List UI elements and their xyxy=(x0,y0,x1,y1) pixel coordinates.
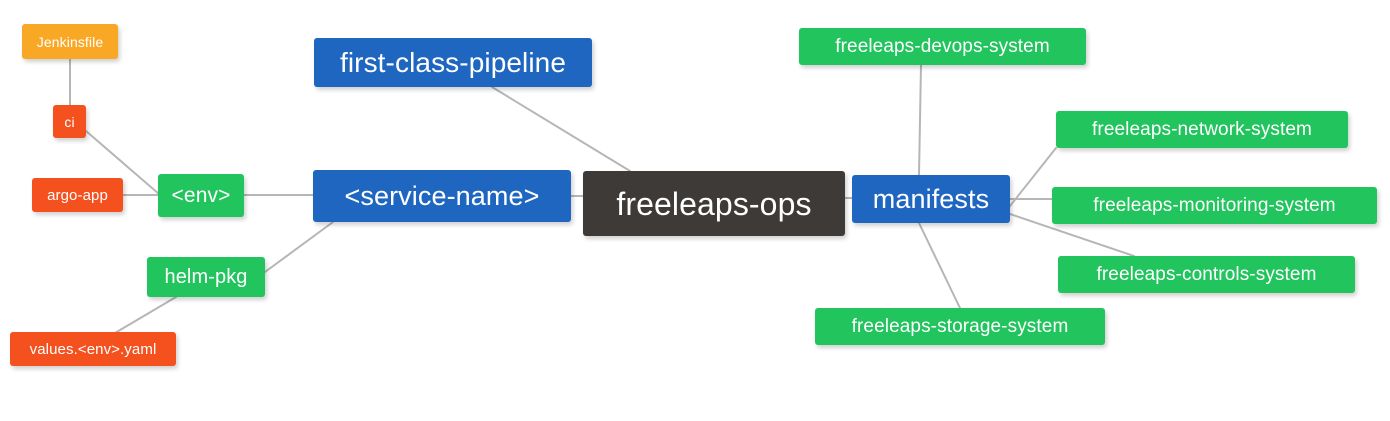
node-label-first-class-pipeline: first-class-pipeline xyxy=(339,46,567,78)
node-service-name[interactable]: <service-name> xyxy=(313,170,571,222)
node-label-freeleaps-devops-system: freeleaps-devops-system xyxy=(835,36,1050,57)
node-freeleaps-monitoring-system[interactable]: freeleaps-monitoring-system xyxy=(1052,187,1377,224)
node-label-freeleaps-controls-system: freeleaps-controls-system xyxy=(1096,264,1317,285)
edge-manifests-to-freeleaps-network-system xyxy=(1009,147,1057,207)
node-freeleaps-controls-system[interactable]: freeleaps-controls-system xyxy=(1058,256,1355,293)
node-label-jenkinsfile: Jenkinsfile xyxy=(36,33,104,50)
node-freeleaps-network-system[interactable]: freeleaps-network-system xyxy=(1056,111,1348,148)
edge-manifests-to-freeleaps-devops-system xyxy=(918,64,922,176)
edge-helm-pkg-to-values-env-yaml xyxy=(114,296,177,334)
node-label-service-name: <service-name> xyxy=(344,180,540,211)
node-freeleaps-storage-system[interactable]: freeleaps-storage-system xyxy=(815,308,1105,345)
node-label-argo-app: argo-app xyxy=(47,186,108,204)
node-values-env-yaml[interactable]: values.<env>.yaml xyxy=(10,332,176,366)
node-ci[interactable]: ci xyxy=(53,105,86,138)
node-label-env: <env> xyxy=(171,184,231,207)
node-label-freeleaps-network-system: freeleaps-network-system xyxy=(1092,119,1312,140)
edge-first-class-pipeline-to-freeleaps-ops xyxy=(491,86,631,172)
node-argo-app[interactable]: argo-app xyxy=(32,178,123,212)
node-label-freeleaps-ops: freeleaps-ops xyxy=(616,185,812,222)
node-manifests[interactable]: manifests xyxy=(852,175,1010,223)
node-label-helm-pkg: helm-pkg xyxy=(164,266,248,288)
node-freeleaps-devops-system[interactable]: freeleaps-devops-system xyxy=(799,28,1086,65)
node-env[interactable]: <env> xyxy=(158,174,244,217)
edge-manifests-to-freeleaps-storage-system xyxy=(918,222,961,309)
node-jenkinsfile[interactable]: Jenkinsfile xyxy=(22,24,118,59)
node-freeleaps-ops[interactable]: freeleaps-ops xyxy=(583,171,845,236)
node-first-class-pipeline[interactable]: first-class-pipeline xyxy=(314,38,592,87)
node-label-manifests: manifests xyxy=(872,183,990,214)
node-label-ci: ci xyxy=(64,113,75,130)
node-label-freeleaps-storage-system: freeleaps-storage-system xyxy=(851,316,1069,337)
node-helm-pkg[interactable]: helm-pkg xyxy=(147,257,265,297)
edge-service-name-to-helm-pkg xyxy=(264,221,334,273)
node-label-values-env-yaml: values.<env>.yaml xyxy=(29,340,157,358)
node-label-freeleaps-monitoring-system: freeleaps-monitoring-system xyxy=(1093,195,1336,216)
